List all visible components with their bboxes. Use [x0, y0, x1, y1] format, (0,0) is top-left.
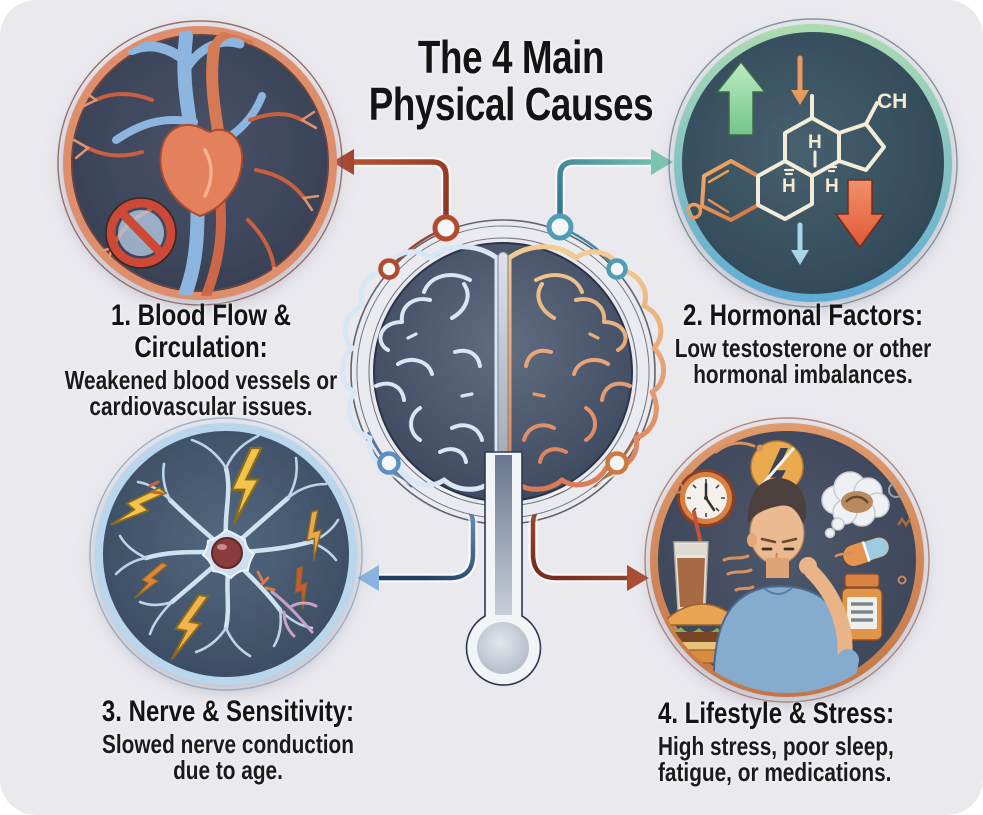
section-heading: 3. Nerve & Sensitivity: — [101, 695, 355, 728]
section-heading: 1. Blood Flow & Circulation: — [111, 299, 291, 364]
title-line-2: Physical Causes — [368, 78, 654, 130]
stressed-person-icon — [644, 417, 930, 703]
section-body-line: Low testosterone or other — [674, 333, 932, 363]
down-arrow-icon — [834, 179, 886, 249]
molecule-ch-label: CH — [877, 90, 907, 113]
capsule-icon — [842, 536, 891, 567]
section-blood-flow: 1. Blood Flow & Circulation: Weakened bl… — [60, 299, 342, 421]
neuron-icon — [89, 417, 363, 691]
heart-icon — [159, 124, 244, 218]
section-heading: 4. Lifestyle & Stress: — [658, 697, 895, 730]
molecule-h-label: H — [825, 176, 839, 197]
section-body-line: fatigue, or medications. — [658, 757, 892, 787]
section-heading: 2. Hormonal Factors: — [682, 299, 924, 332]
nucleus — [211, 537, 243, 569]
section-hormonal: 2. Hormonal Factors: Low testosterone or… — [662, 299, 944, 389]
section-body-line: due to age. — [173, 755, 283, 785]
soda-cup-icon — [673, 510, 709, 611]
molecule-h-label: H — [808, 132, 822, 153]
arrow-right-icon — [627, 565, 649, 591]
stress-squiggles — [714, 441, 855, 592]
section-body-line: hormonal imbalances. — [693, 359, 913, 389]
thought-cloud-icon — [821, 471, 890, 539]
title-line-1: The 4 Main — [417, 31, 605, 83]
molecule-h-label: H — [782, 176, 796, 197]
brain-icon — [342, 225, 663, 686]
connector-top-left — [332, 149, 451, 222]
section-body-line: Slowed nerve conduction — [102, 729, 354, 759]
arrow-left-icon — [357, 565, 379, 591]
halo-node-beads — [377, 213, 629, 475]
arrow-left-icon — [332, 149, 354, 175]
arrow-right-icon — [651, 149, 673, 175]
thermometer-stem — [465, 451, 542, 686]
section-body-line: Weakened blood vessels or — [64, 365, 338, 395]
clock-icon — [677, 469, 735, 527]
small-blue-down-arrow-icon — [791, 222, 809, 265]
heart-circulation-icon — [57, 20, 343, 306]
steroid-skeleton — [685, 94, 886, 222]
small-down-arrow-icon — [791, 55, 809, 105]
section-lifestyle: 4. Lifestyle & Stress: High stress, poor… — [658, 697, 914, 787]
connector-top-right — [555, 149, 673, 221]
no-entry-icon — [105, 197, 177, 269]
section-body-line: High stress, poor sleep, — [658, 731, 894, 761]
section-nerve: 3. Nerve & Sensitivity: Slowed nerve con… — [87, 695, 369, 785]
section-body-line: cardiovascular issues. — [89, 391, 313, 421]
pill-bottle-icon — [841, 573, 883, 641]
testosterone-molecule-icon: CH H H H — [668, 18, 958, 308]
page-title: The 4 Main Physical Causes — [366, 34, 656, 128]
up-arrow-icon — [715, 60, 767, 136]
